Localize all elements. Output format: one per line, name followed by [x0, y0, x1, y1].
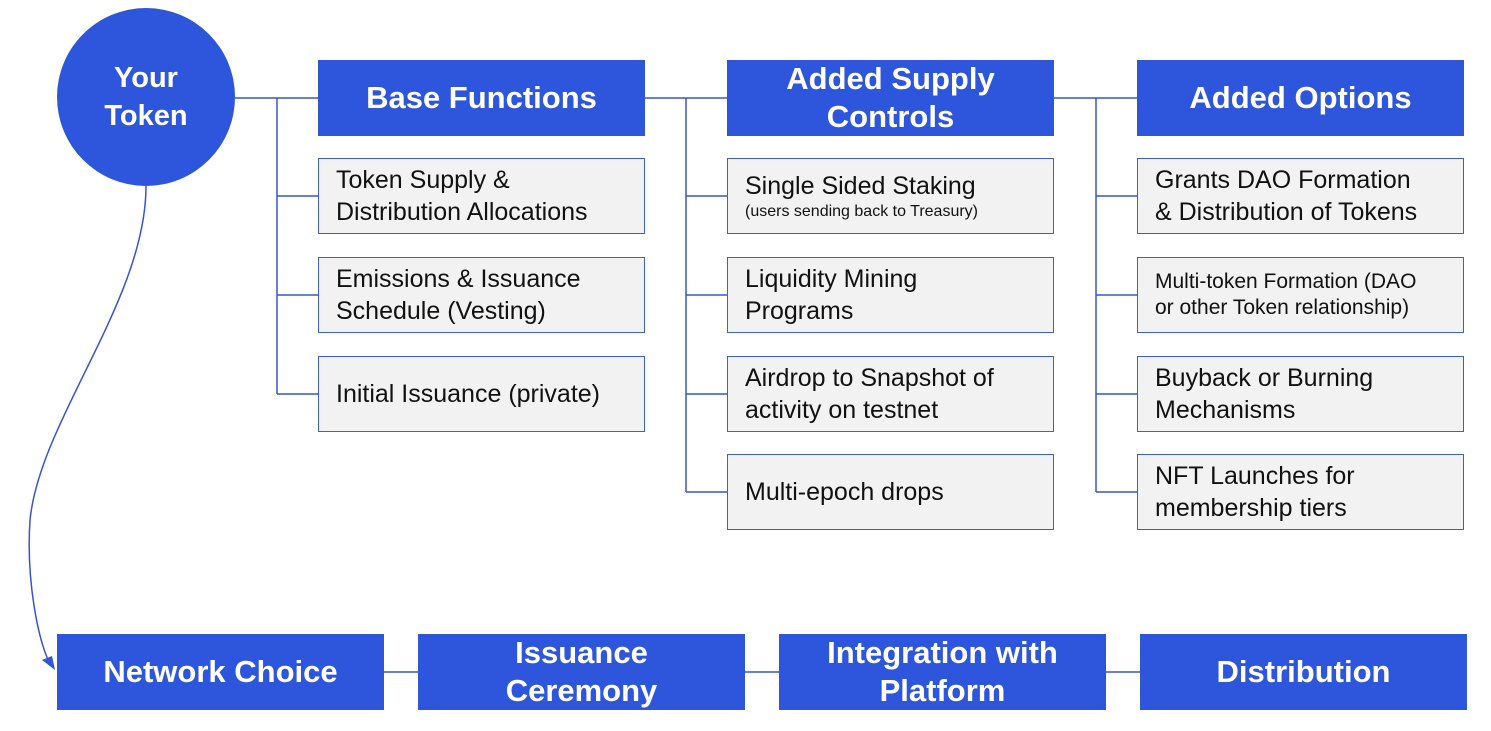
item-text: Buyback or Burning Mechanisms: [1155, 364, 1374, 424]
item-subtext: (users sending back to Treasury): [745, 203, 978, 220]
item-single-sided-staking: Single Sided Staking (users sending back…: [727, 158, 1054, 234]
item-emissions-schedule: Emissions & Issuance Schedule (Vesting): [318, 257, 645, 333]
item-text: Liquidity Mining Programs: [745, 265, 918, 325]
step-integration-platform: Integration with Platform: [779, 634, 1106, 710]
item-nft-launches: NFT Launches for membership tiers: [1137, 454, 1464, 530]
item-text: Emissions & Issuance Schedule (Vesting): [336, 265, 581, 325]
item-airdrop-snapshot: Airdrop to Snapshot of activity on testn…: [727, 356, 1054, 432]
item-text: Airdrop to Snapshot of activity on testn…: [745, 364, 994, 424]
header-base-functions: Base Functions: [318, 60, 645, 136]
item-buyback-burning: Buyback or Burning Mechanisms: [1137, 356, 1464, 432]
item-text: Initial Issuance (private): [336, 380, 601, 408]
header-added-supply-controls: Added Supply Controls: [727, 60, 1054, 136]
header-added-options: Added Options: [1137, 60, 1464, 136]
item-text: NFT Launches for membership tiers: [1155, 462, 1355, 522]
item-liquidity-mining: Liquidity Mining Programs: [727, 257, 1054, 333]
step-issuance-ceremony: Issuance Ceremony: [418, 634, 745, 710]
item-initial-issuance: Initial Issuance (private): [318, 356, 645, 432]
item-grants-dao: Grants DAO Formation & Distribution of T…: [1137, 158, 1464, 234]
item-multi-epoch-drops: Multi-epoch drops: [727, 454, 1054, 530]
item-text: Grants DAO Formation & Distribution of T…: [1155, 166, 1418, 226]
step-network-choice: Network Choice: [57, 634, 384, 710]
item-text: Multi-token Formation (DAO or other Toke…: [1155, 270, 1417, 319]
item-token-supply: Token Supply & Distribution Allocations: [318, 158, 645, 234]
item-text: Single Sided Staking: [745, 172, 976, 200]
item-multi-token-formation: Multi-token Formation (DAO or other Toke…: [1137, 257, 1464, 333]
item-text: Multi-epoch drops: [745, 478, 944, 506]
arrowhead-icon: [42, 656, 55, 670]
connector-root-network-arrow: [28, 185, 147, 665]
item-text: Token Supply & Distribution Allocations: [336, 166, 588, 226]
root-token-circle: Your Token: [57, 8, 235, 186]
step-distribution: Distribution: [1140, 634, 1467, 710]
